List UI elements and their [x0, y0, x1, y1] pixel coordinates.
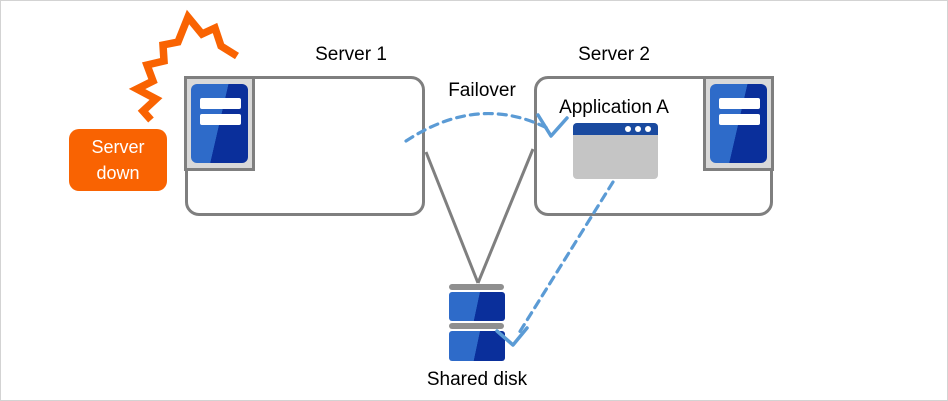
- server1-disk-link: [424, 151, 480, 284]
- server-down-line2: down: [96, 163, 140, 183]
- window-dot-icon: [635, 126, 641, 132]
- disk-cap-icon: [449, 323, 504, 329]
- shared-disk-icon: [449, 292, 505, 321]
- shared-disk-label: Shared disk: [426, 369, 528, 390]
- server-down-line1: Server: [91, 137, 145, 157]
- server2-disk-link: [476, 148, 535, 284]
- shared-disk-icon: [449, 331, 505, 361]
- server2-slot-icon: [719, 98, 760, 109]
- window-dot-icon: [625, 126, 631, 132]
- failover-arrow: [404, 112, 551, 143]
- failover-label: Failover: [448, 80, 516, 101]
- application-label: Application A: [559, 97, 669, 118]
- disk-cap-icon: [449, 284, 504, 290]
- window-dot-icon: [645, 126, 651, 132]
- server-down-badge: Server down: [69, 129, 167, 191]
- server1-slot-icon: [200, 98, 241, 109]
- server2-slot-icon: [719, 114, 760, 125]
- server2-title: Server 2: [578, 44, 650, 65]
- server1-slot-icon: [200, 114, 241, 125]
- server1-title: Server 1: [315, 44, 387, 65]
